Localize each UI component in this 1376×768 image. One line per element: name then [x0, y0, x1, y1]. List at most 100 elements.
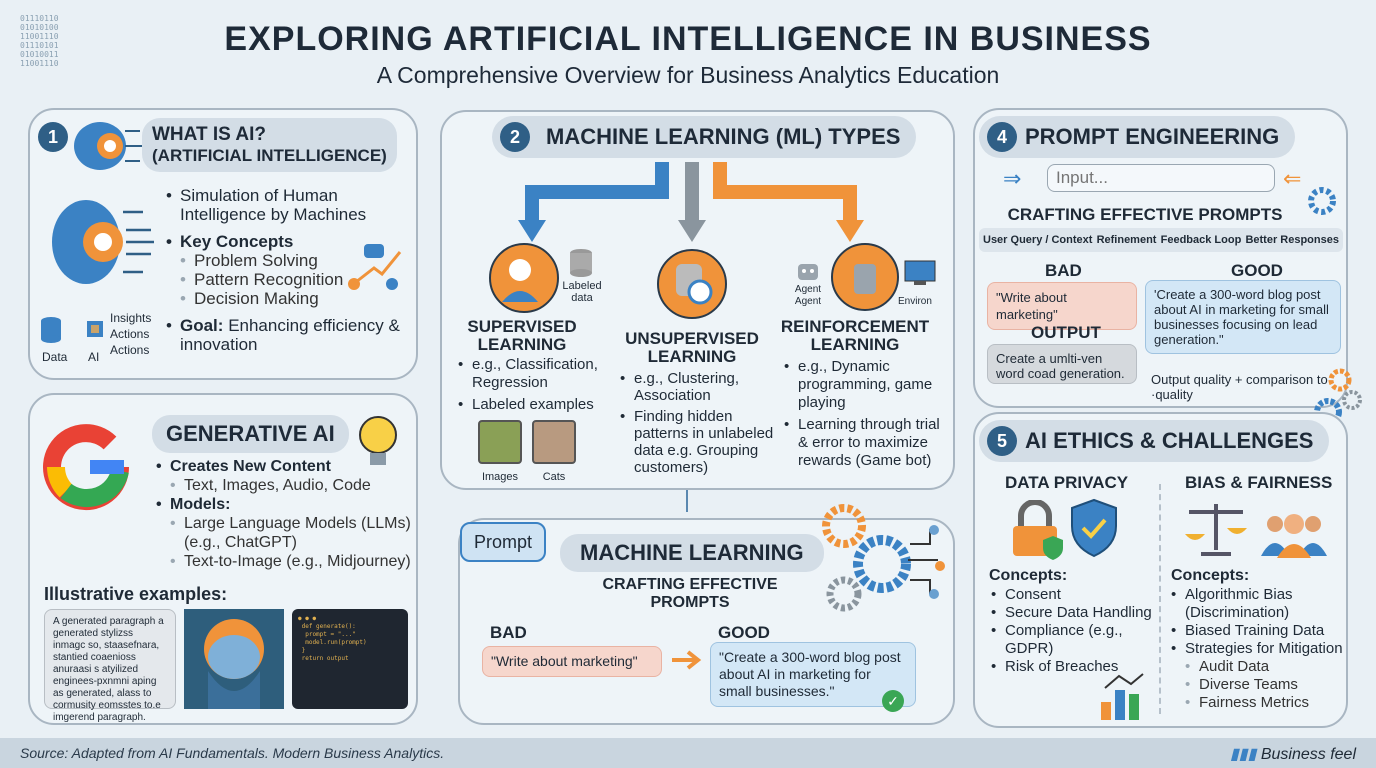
privacy-item: Secure Data Handling: [991, 604, 1157, 622]
section-number: 4: [987, 122, 1017, 152]
example-cat-image: [184, 609, 284, 709]
reinforcement-title: REINFORCEMENT LEARNING: [780, 317, 930, 354]
database-icon: [41, 317, 61, 343]
footer: Source: Adapted from AI Fundamentals. Mo…: [0, 738, 1376, 768]
analytics-growth-icon: [348, 244, 402, 290]
bullet-models: Models:: [156, 495, 416, 514]
good-prompt-box: 'Create a 300-word blog post about AI in…: [1145, 280, 1341, 354]
section-number: 1: [38, 122, 68, 152]
branch-arrows: [518, 162, 864, 242]
step-item: Refinement: [1096, 234, 1157, 246]
model-item: Large Language Models (LLMs) (e.g., Chat…: [156, 514, 416, 552]
prompt-engineering-panel: PROMPT ENGINEERING 4 ⇒ ⇐ CRAFTING EFFECT…: [973, 108, 1348, 408]
ml-types-title: MACHINE LEARNING (ML) TYPES: [492, 116, 917, 158]
source-text: Source: Adapted from AI Fundamentals. Mo…: [20, 745, 445, 761]
mitigation-item: Audit Data: [1171, 658, 1349, 676]
gears-icon: [1314, 368, 1362, 426]
prompt-bubble: Prompt: [460, 522, 546, 562]
bias-list: Algorithmic Bias (Discrimination) Biased…: [1171, 586, 1349, 712]
padlock-icon: [1013, 500, 1063, 560]
examples-title: Illustrative examples:: [44, 584, 228, 604]
quality-text: Output quality + comparison to ·quality: [1151, 372, 1328, 402]
supervised-item: e.g., Classification, Regression: [458, 356, 614, 392]
reinforcement-item: e.g., Dynamic programming, game playing: [784, 358, 946, 412]
privacy-item: Risk of Breaches: [991, 658, 1157, 676]
bias-item: Biased Training Data: [1171, 622, 1349, 640]
page-title: EXPLORING ARTIFICIAL INTELLIGENCE IN BUS…: [224, 20, 1152, 58]
ai-ethics-panel: AI ETHICS & CHALLENGES 5 DATA PRIVACY BI…: [973, 412, 1348, 728]
concept-item: Decision Making: [166, 289, 406, 308]
privacy-list: Consent Secure Data Handling Compliance …: [991, 586, 1157, 676]
scales-icon: [1185, 504, 1247, 556]
bias-fairness-title: BIAS & FAIRNESS: [1185, 473, 1333, 492]
what-is-ai-panel: 1 WHAT IS AI?(ARTIFICIAL INTELLIGENCE) S…: [28, 108, 418, 380]
cat-image: [532, 420, 576, 464]
mitigation-item: Fairness Metrics: [1171, 694, 1349, 712]
supervised-list: e.g., Classification, Regression Labeled…: [458, 356, 614, 414]
prompt-input[interactable]: [1047, 164, 1275, 192]
unsupervised-list: e.g., Clustering, Association Finding hi…: [620, 370, 778, 476]
brain-circuit-icon: [52, 200, 154, 284]
generative-ai-title: GENERATIVE AI: [152, 415, 349, 453]
brand-name: Business feel: [1260, 746, 1356, 763]
output-label: OUTPUT: [1031, 323, 1101, 342]
flow-actions: Actions: [110, 343, 150, 357]
machine-learning-title: MACHINE LEARNING: [560, 534, 824, 572]
what-is-ai-list: Simulation of Human Intelligence by Mach…: [166, 186, 406, 354]
checkmark-icon: ✓: [882, 690, 904, 712]
chart-logo-icon: ▮▮▮: [1229, 746, 1257, 763]
flow-actions: Actions: [110, 327, 150, 341]
agent-label: Agent Agent: [794, 284, 822, 307]
chip-icon: [87, 321, 103, 337]
environment-monitor-icon: [904, 260, 936, 285]
machine-learning-panel: Prompt MACHINE LEARNING CRAFTING EFFECTI…: [458, 518, 955, 725]
brand-logo: ▮▮▮ Business feel: [1230, 744, 1356, 764]
good-label: GOOD: [1231, 261, 1283, 280]
good-label: GOOD: [718, 623, 770, 642]
prompt-engineering-title: PROMPT ENGINEERING: [979, 116, 1296, 158]
generative-ai-list: Creates New Content Text, Images, Audio,…: [156, 457, 416, 571]
reinforcement-robot-icon: [831, 243, 899, 311]
what-is-ai-title: WHAT IS AI?(ARTIFICIAL INTELLIGENCE): [142, 118, 397, 172]
unsupervised-item: e.g., Clustering, Association: [620, 370, 778, 404]
labeled-data-icon: [570, 249, 592, 277]
reinforcement-list: e.g., Dynamic programming, game playing …: [784, 358, 946, 470]
concept-item: Pattern Recognition: [166, 270, 406, 289]
brain-gear-icon: [74, 122, 145, 170]
title-line1: WHAT IS AI?: [152, 124, 266, 145]
diverse-team-icon: [1261, 514, 1327, 558]
privacy-concepts-label: Concepts:: [989, 567, 1068, 584]
goal-label: Goal:: [180, 316, 224, 335]
output-box: Create a umlti-ven word coad generation.: [987, 344, 1137, 384]
step-item: Better Responses: [1245, 234, 1339, 246]
bias-concepts-label: Concepts:: [1171, 567, 1250, 584]
goal-text: Enhancing efficiency & innovation: [180, 316, 400, 354]
bar-chart-icon: [1101, 673, 1144, 720]
agent-robot-icon: [798, 264, 818, 280]
dog-image: [478, 420, 522, 464]
connector-line: [686, 490, 688, 512]
section-number: 5: [987, 426, 1017, 456]
example-text-card: A generated paragraph a generated styliz…: [44, 609, 176, 723]
arrow-right-icon: [672, 650, 702, 670]
supervised-person-icon: [489, 243, 559, 313]
step-item: User Query / Context: [983, 234, 1093, 246]
bias-item: Algorithmic Bias (Discrimination): [1171, 586, 1349, 622]
google-logo-icon: [43, 424, 129, 511]
images-label: Images: [481, 471, 519, 483]
environ-label: Environ: [898, 296, 932, 307]
bullet-creates: Creates New Content: [156, 457, 416, 476]
unsupervised-item: Finding hidden patterns in unlabeled dat…: [620, 408, 778, 476]
title-line2: (ARTIFICIAL INTELLIGENCE): [152, 146, 387, 165]
model-item: Text-to-Image (e.g., Midjourney): [156, 552, 416, 571]
crafting-prompts-subtitle: CRAFTING EFFECTIVE PROMPTS: [1007, 205, 1283, 224]
supervised-item: Labeled examples: [458, 396, 614, 414]
privacy-item: Consent: [991, 586, 1157, 604]
concept-item: Problem Solving: [166, 251, 406, 270]
gears-network-icon: [822, 504, 945, 612]
bad-label: BAD: [1045, 261, 1082, 280]
generative-ai-panel: GENERATIVE AI Creates New Content Text, …: [28, 393, 418, 725]
